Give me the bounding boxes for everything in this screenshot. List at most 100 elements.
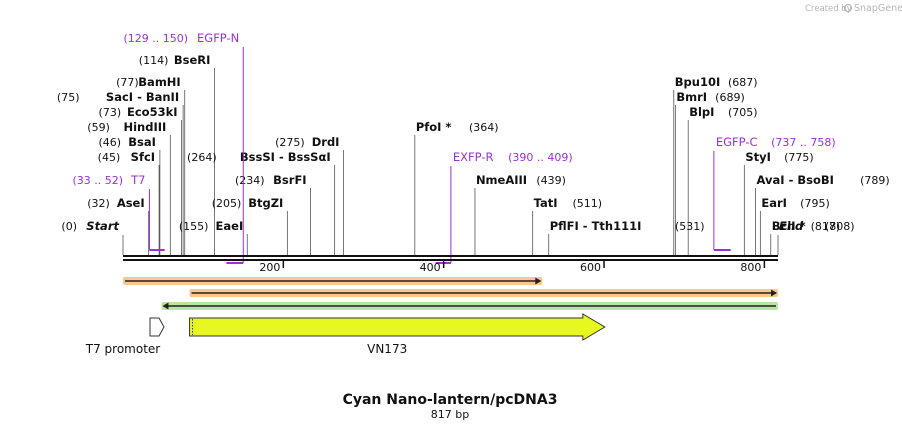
site-position: (59) [87, 121, 110, 134]
site-name: AvaI - BsoBI [757, 173, 834, 187]
site-name: PflFI - Tth111I [550, 219, 642, 233]
site-position: (77) [116, 76, 139, 89]
site-position: (45) [98, 151, 121, 164]
site-name: BsrFI [273, 173, 306, 187]
primer-name: T7 [130, 173, 145, 187]
site-position: (264) [187, 151, 217, 164]
site-label: BamHI(77) [116, 75, 181, 89]
primer: EXFP-R(390 .. 409) [435, 150, 573, 264]
map-title: Cyan Nano-lantern/pcDNA3 [343, 392, 558, 408]
site-position: (687) [728, 76, 758, 89]
site-label: EaeI(155) [179, 219, 243, 233]
site-label: PfoI *(364) [416, 120, 499, 134]
primer-name: EGFP-C [716, 135, 758, 149]
primer-range: (390 .. 409) [508, 151, 573, 164]
site-name: BtgZI [248, 196, 283, 210]
snapgene-credit: Created by SnapGene [805, 3, 902, 14]
site-name: DrdI [312, 135, 340, 149]
primer: T7 (33 .. 52) [72, 173, 165, 251]
orf-feature: VN173 [189, 313, 606, 356]
ruler-tick-label: 800 [740, 261, 761, 274]
site-label: BsaI (46) [98, 135, 155, 149]
site-position: (0) [61, 220, 77, 233]
arrow-head [535, 277, 542, 285]
ruler-tick-label: 400 [420, 261, 441, 274]
site-name: HindIII [123, 120, 166, 134]
arrow-head [162, 302, 169, 310]
site-label: BsrFI (234) [235, 173, 307, 187]
site-name: End [779, 219, 804, 233]
orf-label: VN173 [367, 342, 407, 356]
site-label: AvaI - BsoBI (789) [757, 173, 890, 187]
primer-range: (737 .. 758) [771, 136, 836, 149]
site-label: BseRI(114) [139, 53, 211, 67]
primer: EGFP-N(129 .. 150) [123, 31, 244, 264]
site-label: EarI (795) [761, 196, 829, 210]
site-name: NmeAIII [476, 173, 527, 187]
site-name: Bpu10I [675, 75, 720, 89]
arrow-head [771, 289, 777, 297]
promoter-feature: T7 promoter [85, 317, 165, 356]
site-label: BlpI(705) [689, 105, 757, 119]
site-name: BclI * [772, 219, 806, 233]
site-label: SacI - BanII (75) [57, 90, 179, 104]
site-name: EarI [761, 196, 787, 210]
site-name: Start [86, 219, 119, 233]
backbone [123, 255, 778, 261]
site-name: TatI [534, 196, 558, 210]
site-label: BtgZI(205) [212, 196, 284, 210]
site-lines [122, 68, 779, 255]
ruler-tick-label: 200 [259, 261, 280, 274]
site-label: StyI (775) [745, 150, 813, 164]
site-label: BclI *(808) [772, 219, 855, 233]
site-position: (775) [784, 151, 814, 164]
site-position: (73) [99, 106, 122, 119]
site-label: Bpu10I (687) [675, 75, 758, 89]
site-name: AseI [117, 196, 145, 210]
site-name: BsaI [128, 135, 156, 149]
site-position: (46) [98, 136, 121, 149]
site-name: BamHI [138, 75, 180, 89]
site-label: TatI (511) [534, 196, 602, 210]
primer: EGFP-C (737 .. 758) [713, 135, 836, 251]
snapgene-logo-icon [843, 3, 853, 13]
promoter-arrow-icon [149, 317, 165, 337]
site-label: PflFI - Tth111I (531) [550, 219, 705, 233]
site-position: (75) [57, 91, 80, 104]
ruler-ticks: 200 400 600 800 [259, 261, 766, 274]
site-position: (795) [800, 197, 830, 210]
map-length: 817 bp [431, 408, 469, 421]
site-name: BseRI [174, 53, 211, 67]
site-position: (689) [715, 91, 745, 104]
site-labels: Start(0)AseI(32)SfcI(45)BsaI(46)HindIII(… [57, 53, 890, 233]
site-label: NmeAIII(439) [476, 173, 566, 187]
site-position: (275) [275, 136, 305, 149]
site-label: End (817) [779, 219, 840, 233]
primer-layer: T7 (33 .. 52)EGFP-N(129 .. 150) EXFP-R(390… [72, 31, 836, 264]
site-name: StyI [745, 150, 771, 164]
site-position: (531) [675, 220, 705, 233]
site-name: BmrI [676, 90, 707, 104]
primer-range: (33 .. 52) [72, 174, 123, 187]
site-name: PfoI * [416, 120, 452, 134]
feature-arrows [123, 277, 779, 310]
site-position: (789) [860, 174, 890, 187]
site-position: (511) [572, 197, 602, 210]
site-name: BlpI [689, 105, 714, 119]
feature-arrow [189, 289, 778, 297]
site-label: BmrI (689) [676, 90, 744, 104]
site-position: (234) [235, 174, 265, 187]
site-name: SacI - BanII [106, 90, 179, 104]
site-label: AseI(32) [87, 196, 144, 210]
site-position: (817) [811, 220, 841, 233]
site-label: Start (0) [61, 219, 119, 233]
site-label: DrdI (275) [275, 135, 339, 149]
ruler-tick-label: 600 [580, 261, 601, 274]
site-position: (155) [179, 220, 209, 233]
primer-range: (129 .. 150) [123, 32, 188, 45]
site-name: Eco53kI [127, 105, 178, 119]
feature-arrow [161, 302, 779, 310]
